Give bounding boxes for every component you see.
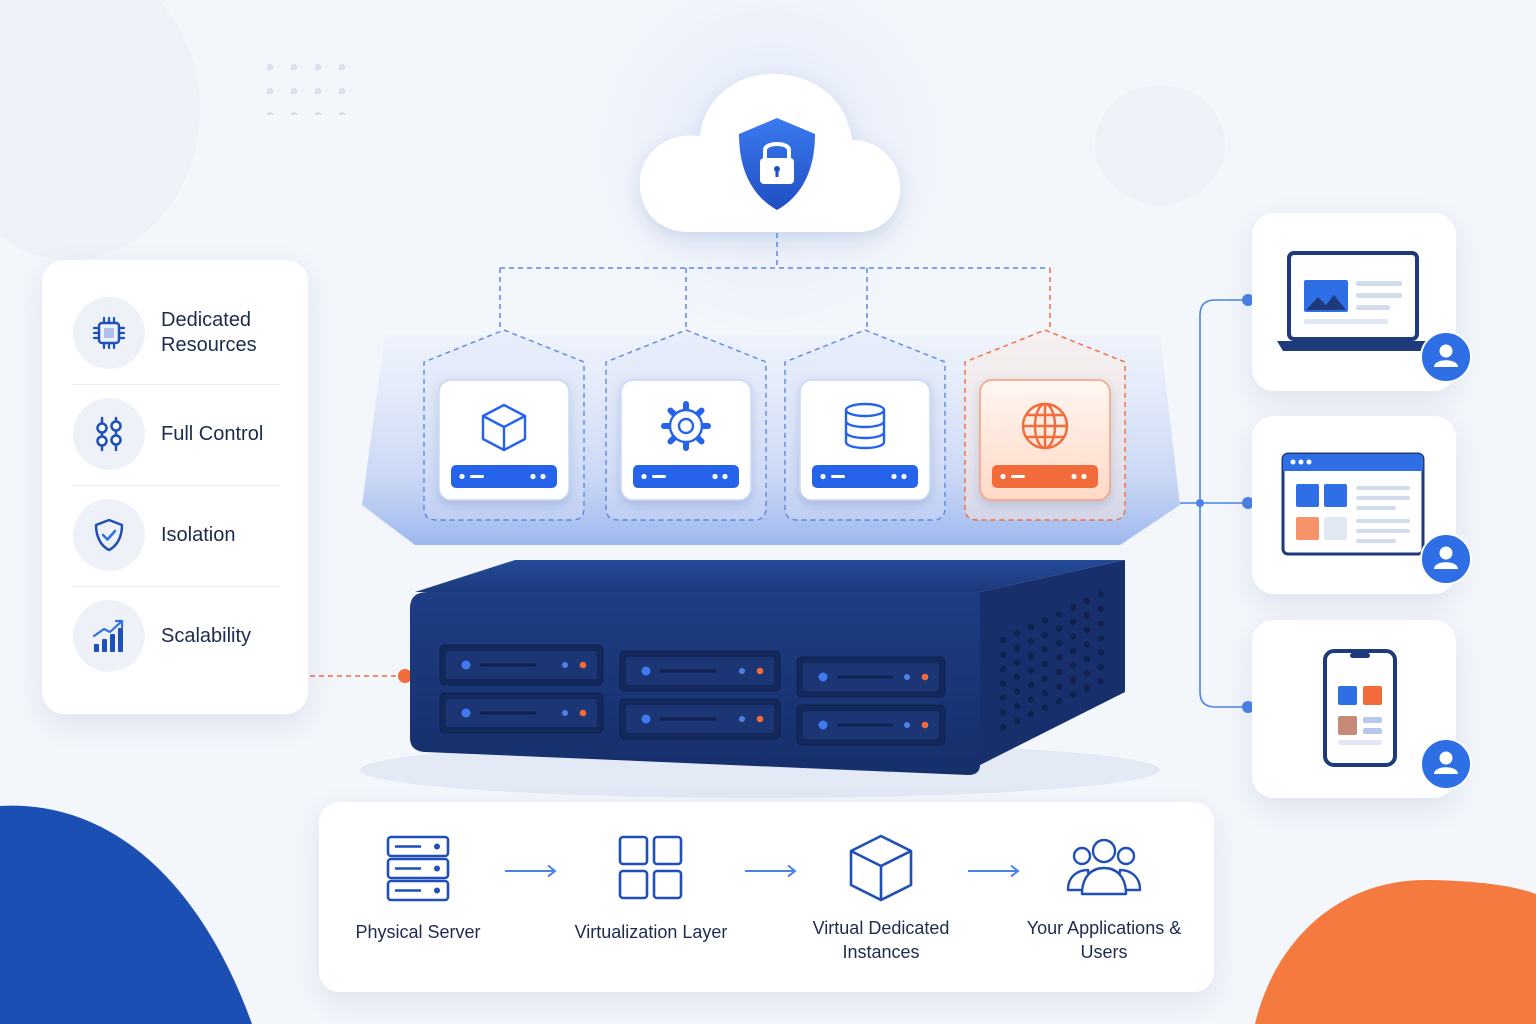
user-avatar-icon (1420, 331, 1472, 383)
feature-panel: Dedicated Resources Full Control (42, 260, 308, 714)
drive-bay (796, 704, 946, 746)
database-icon (844, 402, 886, 450)
feature-label: Full Control (161, 422, 264, 445)
globe-icon (1021, 402, 1069, 450)
feature-label: Scalability (161, 624, 252, 647)
flow-step-label: Virtualization Layer (574, 922, 728, 942)
user-avatar-icon (1420, 738, 1472, 790)
drive-bay (619, 698, 781, 740)
cube-icon (481, 403, 527, 452)
drive-bay (439, 692, 604, 734)
blue-corner-blob (0, 805, 252, 1024)
device-card-phone (1252, 620, 1472, 798)
bar-chart-growth-icon (92, 619, 124, 652)
cube-icon (849, 834, 913, 902)
instance-tile (605, 329, 767, 521)
arrow-right-icon (745, 864, 797, 878)
grid-squares-icon (618, 835, 683, 900)
instance-tile (784, 329, 946, 521)
divider (72, 586, 280, 587)
sliders-icon (96, 416, 122, 452)
divider (72, 485, 280, 486)
gear-icon (661, 401, 711, 451)
device-card-laptop (1252, 213, 1472, 391)
user-avatar-icon (1420, 533, 1472, 585)
feature-item-isolation: Isolation (42, 485, 308, 585)
instance-tile (423, 329, 585, 521)
drive-bay (796, 656, 946, 698)
shield-check-icon (94, 518, 124, 552)
server-stack-icon (386, 835, 450, 902)
smartphone-icon (1323, 649, 1397, 767)
users-group-icon (1066, 838, 1142, 896)
orange-corner-blob (1255, 879, 1536, 1024)
flow-step-label: Your Applications & Users (1026, 918, 1182, 962)
flow-bar: Physical Server Virtualization Layer Vir… (319, 802, 1214, 992)
arrow-right-icon (505, 864, 557, 878)
feature-item-full-control: Full Control (42, 384, 308, 484)
laptop-icon (1277, 251, 1429, 351)
feature-connector-dot (398, 669, 412, 683)
drive-bay (619, 650, 781, 692)
instance-tile (964, 329, 1126, 521)
cpu-chip-icon (92, 316, 126, 350)
flow-step-label: Virtual Dedicated Instances (812, 918, 950, 962)
cloud-connectors (499, 233, 1051, 330)
feature-label: Dedicated Resources (161, 309, 257, 356)
background-circle-right (1095, 85, 1225, 205)
feature-item-dedicated-resources: Dedicated Resources (42, 283, 308, 383)
device-card-browser (1252, 416, 1472, 594)
device-connectors (1180, 299, 1248, 708)
browser-window-icon (1281, 452, 1425, 556)
arrow-right-icon (968, 864, 1020, 878)
shield-lock-icon (739, 118, 815, 210)
feature-item-scalability: Scalability (42, 586, 308, 686)
dot-pattern (258, 55, 348, 115)
drive-bay (439, 644, 604, 686)
physical-server (410, 560, 1125, 775)
feature-label: Isolation (161, 523, 236, 546)
flow-step-label: Physical Server (355, 922, 481, 942)
divider (72, 384, 280, 385)
